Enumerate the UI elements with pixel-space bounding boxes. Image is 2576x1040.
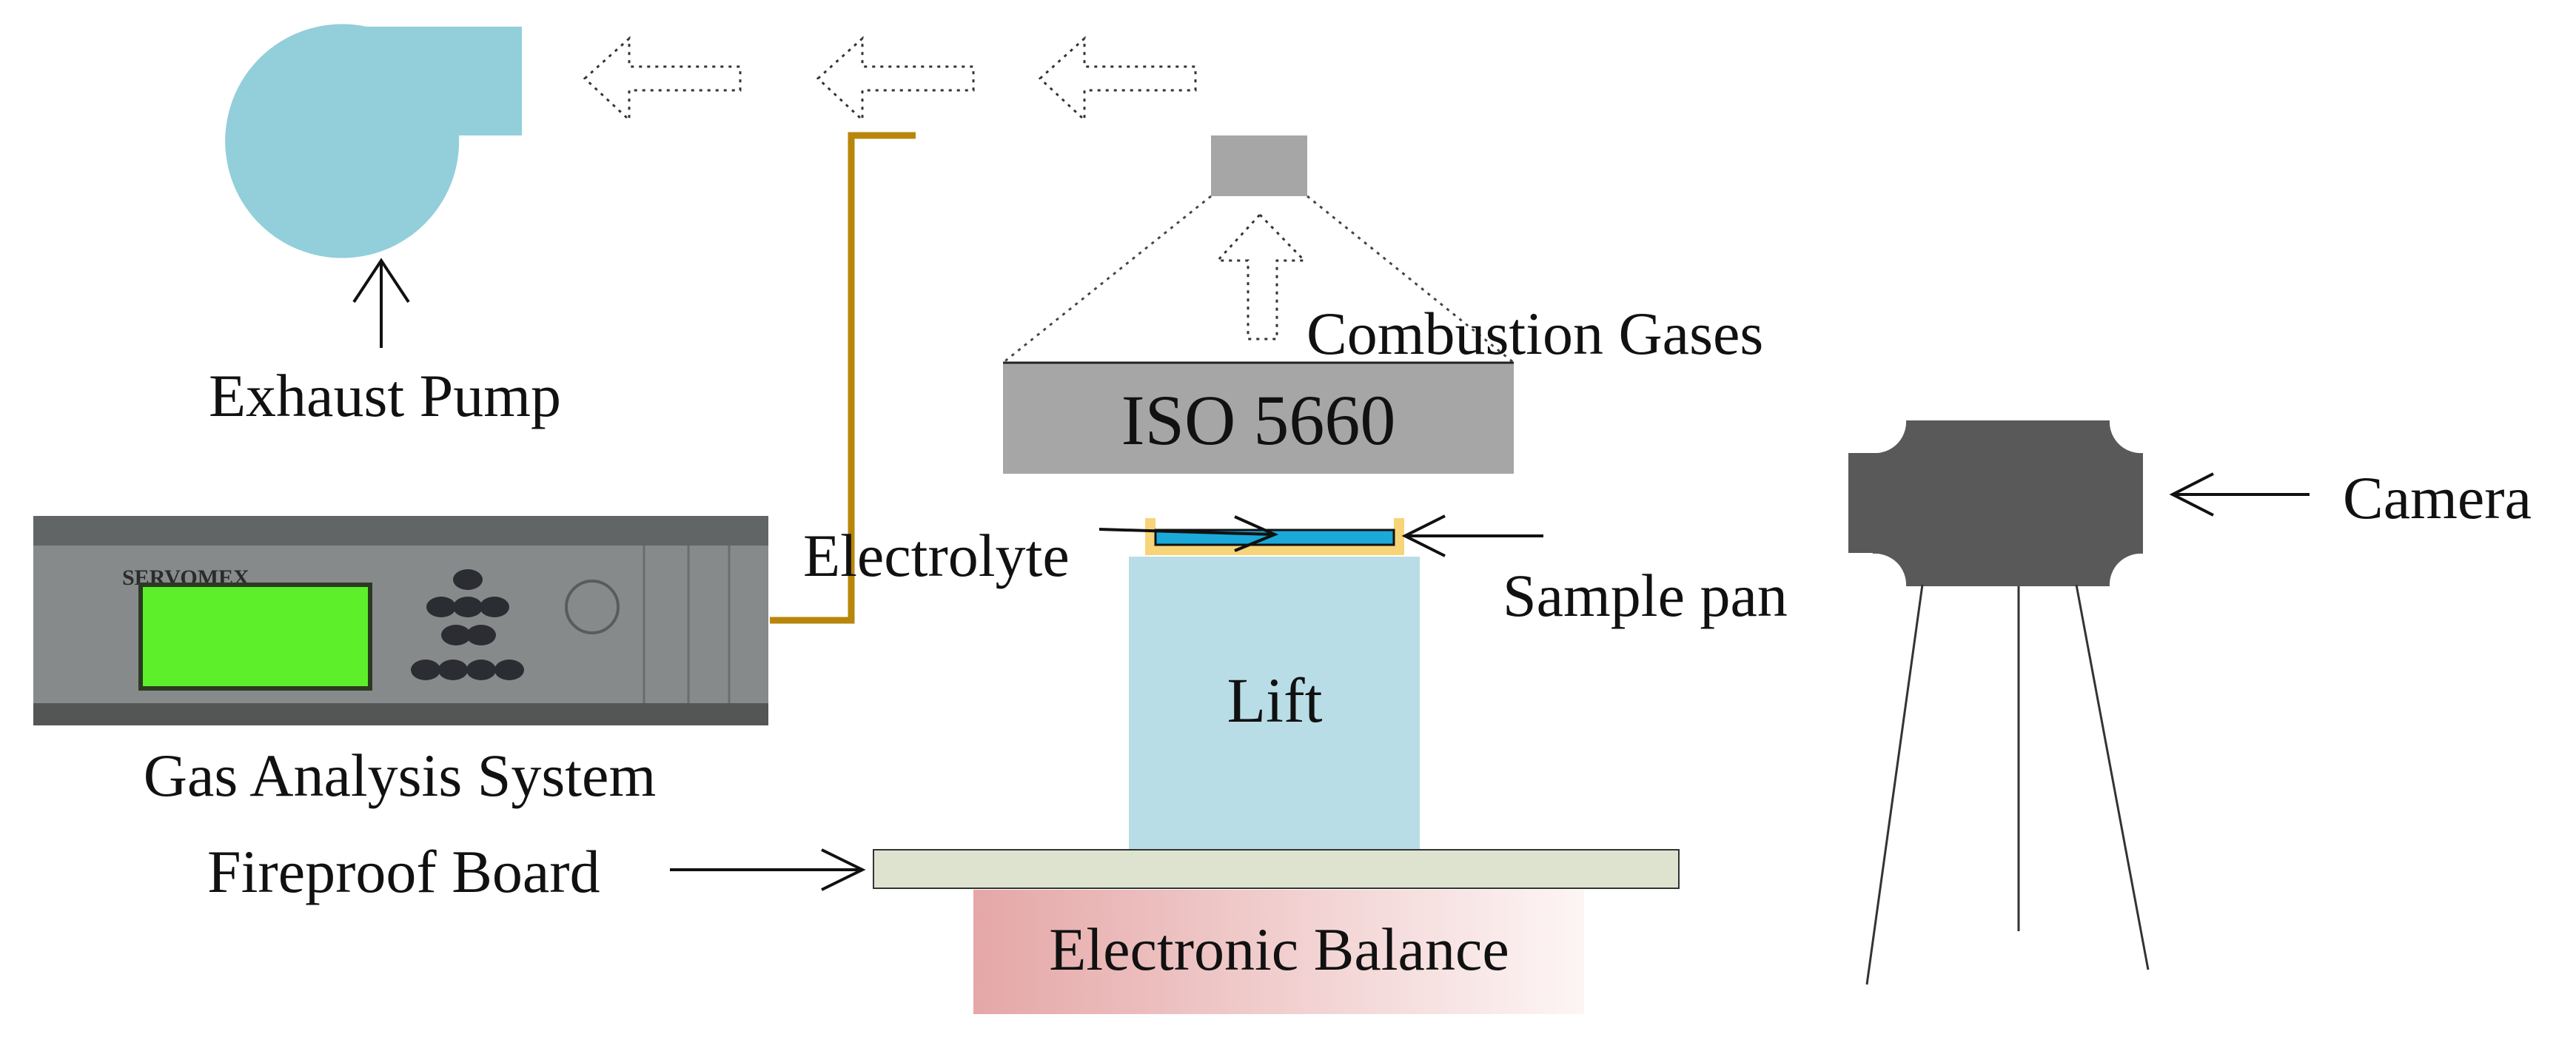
gas-analysis-system-label: Gas Analysis System [144,742,656,809]
exhaust-pump-label: Exhaust Pump [209,362,561,429]
sample-pan [1145,545,1404,555]
fireproof-board-pointer-arrow [670,848,866,891]
camera-on-tripod-icon [1848,420,2150,985]
fireproof-board [873,849,1680,889]
camera-label: Camera [2343,464,2532,531]
electrolyte-label: Electrolyte [803,522,1070,589]
exhaust-pump-icon [225,24,522,258]
lift-label: Lift [1227,665,1323,736]
tripod-leg-right [2075,584,2150,970]
camera-pointer-arrow [2169,472,2310,517]
gas-sampling-pipe [770,132,916,624]
fireproof-board-label: Fireproof Board [207,838,600,905]
sample-pan-label: Sample pan [1503,562,1788,629]
camera-body [1873,420,2143,586]
exhaust-pump-pointer-arrow [352,258,410,348]
outline-arrow-left-icon [816,36,975,123]
electronic-balance [973,890,1584,1014]
analyzer-keypad [411,569,524,680]
iso-5660-cone-calorimeter [1003,363,1514,474]
outline-arrow-left-icon [1038,36,1197,123]
sample-pan-pointer-arrow [1401,514,1543,557]
electronic-balance-label: Electronic Balance [1049,916,1509,983]
gas-analyzer-photo: SERVOMEX [33,516,768,725]
combustion-gases-label: Combustion Gases [1307,300,1763,367]
outline-arrow-up-icon [1215,212,1307,340]
outline-arrow-left-icon [583,36,742,123]
tripod-leg-left [1865,584,1924,985]
exhaust-hood-outlet [1211,135,1307,196]
pump-housing [225,24,522,258]
analyzer-screen [138,583,372,691]
hood-dotted-line-left [1002,195,1212,364]
electrolyte-pointer-arrow [1099,515,1279,552]
iso-5660-label: ISO 5660 [1121,380,1396,460]
hood-dotted-line-right [1307,195,1515,364]
lift [1129,557,1420,850]
